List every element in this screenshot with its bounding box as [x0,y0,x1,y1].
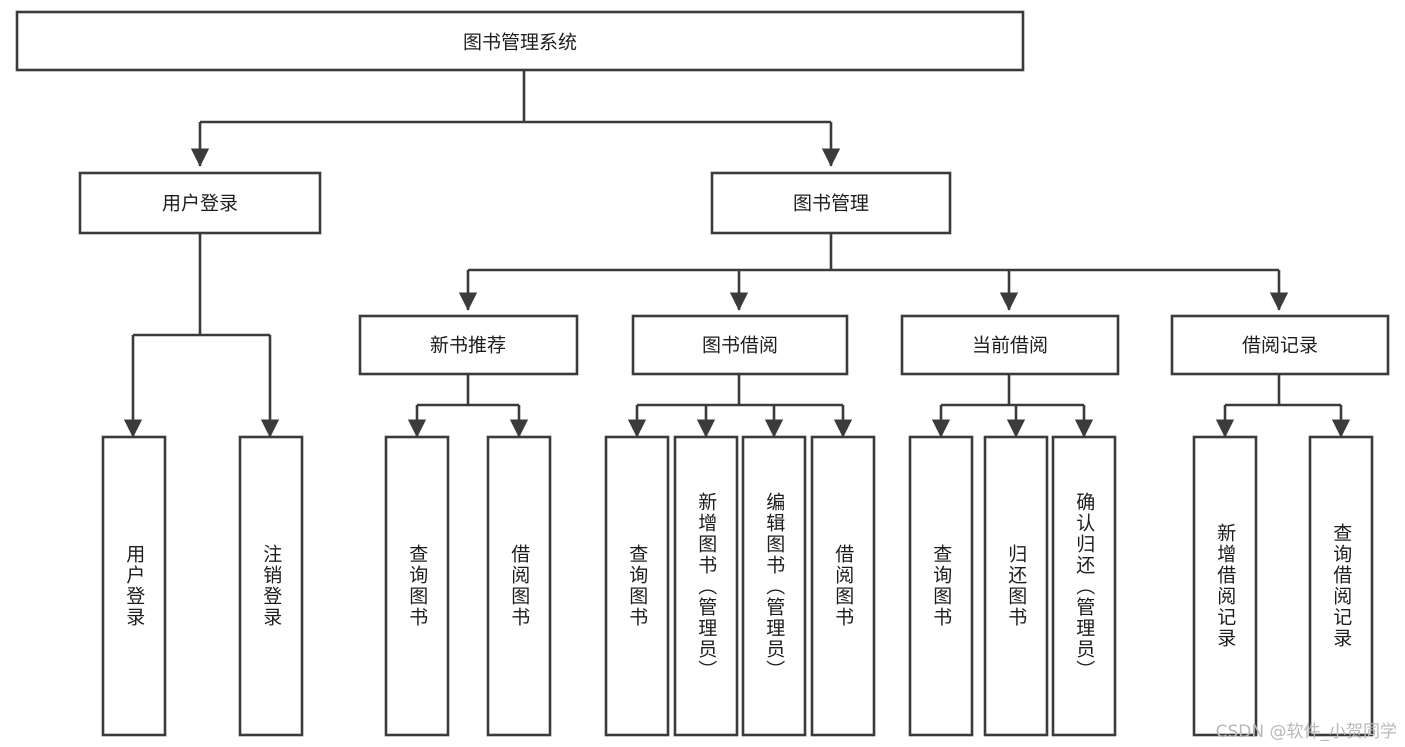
node-current-borrow[interactable]: 当前借阅 [900,314,1120,376]
leaf-group-current-borrow [908,435,1117,737]
leaf-box-user-logout[interactable] [238,435,304,737]
connector-group-book-manage [458,233,1289,311]
leaf-group-borrow-record [1192,435,1374,737]
node-user-login[interactable]: 用户登录 [78,171,322,235]
leaf-box-user-login[interactable] [101,435,167,737]
connector-group-borrow-record [1215,375,1351,438]
leaf-box-borrow-book-1[interactable] [486,435,552,737]
node-borrow-record-label: 借阅记录 [1242,335,1318,357]
node-new-book-recommend[interactable]: 新书推荐 [358,314,579,376]
leaf-box-edit-book[interactable] [741,435,807,737]
leaf-group-new-book-recommend [384,435,552,737]
leaf-box-query-record[interactable] [1308,435,1374,737]
node-user-login-box[interactable] [78,171,322,235]
node-book-borrow-label: 图书借阅 [702,335,778,357]
node-book-manage-box[interactable] [710,171,952,235]
connector-group-root [190,70,841,167]
node-new-book-recommend-box[interactable] [358,314,579,376]
node-borrow-record-box[interactable] [1170,314,1390,376]
leaf-box-query-book-3[interactable] [908,435,974,737]
leaf-box-add-record[interactable] [1192,435,1258,737]
connector-group-new-book-recommend [407,375,529,438]
node-new-book-recommend-label: 新书推荐 [430,335,506,357]
node-user-login-label: 用户登录 [162,193,238,215]
node-book-borrow-box[interactable] [631,314,849,376]
node-current-borrow-label: 当前借阅 [972,335,1048,357]
leaf-group-book-borrow [604,435,876,737]
leaf-box-borrow-book-2[interactable] [810,435,876,737]
node-borrow-record[interactable]: 借阅记录 [1170,314,1390,376]
node-root[interactable]: 图书管理系统 [15,10,1025,72]
leaf-group-user-login [101,435,304,737]
connector-group-user-login [123,233,280,438]
leaf-box-return-book[interactable] [983,435,1049,737]
node-current-borrow-box[interactable] [900,314,1120,376]
node-root-box[interactable] [15,10,1025,72]
node-root-label: 图书管理系统 [463,32,577,54]
node-book-manage[interactable]: 图书管理 [710,171,952,235]
connector-group-book-borrow [627,375,853,438]
leaf-box-query-book-1[interactable] [384,435,450,737]
connector-group-current-borrow [931,375,1094,438]
leaf-box-query-book-2[interactable] [604,435,670,737]
leaf-box-confirm-return[interactable] [1051,435,1117,737]
node-book-manage-label: 图书管理 [793,193,869,215]
node-book-borrow[interactable]: 图书借阅 [631,314,849,376]
leaf-box-add-book[interactable] [673,435,739,737]
